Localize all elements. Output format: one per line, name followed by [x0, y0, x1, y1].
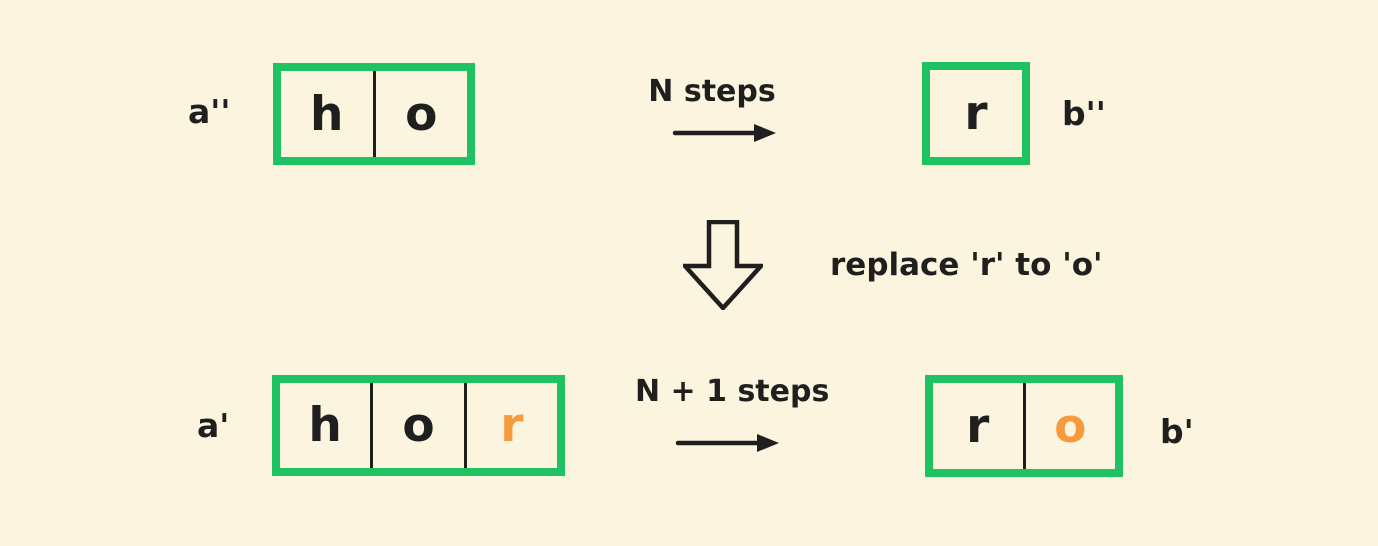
bottom-source-box: h o r: [272, 375, 565, 476]
bottom-source-cell-0: h: [308, 398, 342, 453]
right-arrow-icon: [675, 434, 779, 452]
top-source-box: h o: [273, 63, 475, 165]
bottom-result-box: r o: [925, 375, 1123, 477]
bottom-source-cell-2: r: [463, 383, 557, 468]
top-source-cell-0: h: [310, 86, 344, 142]
bottom-result-label: b': [1160, 412, 1194, 451]
right-arrow-icon: [672, 124, 776, 142]
top-result-label: b'': [1062, 94, 1106, 133]
down-block-arrow-icon: [683, 220, 763, 310]
bottom-result-cell-0: r: [966, 398, 990, 454]
transform-note: replace 'r' to 'o': [830, 247, 1103, 283]
top-step-label: N steps: [648, 74, 776, 109]
bottom-step-label: N + 1 steps: [635, 374, 830, 409]
bottom-source-cell-1: o: [370, 383, 463, 468]
top-result-cell-0: r: [964, 86, 988, 141]
bottom-result-cell-1: o: [1022, 383, 1116, 469]
top-result-box: r: [922, 62, 1030, 165]
top-source-label: a'': [188, 92, 231, 131]
bottom-source-label: a': [197, 406, 230, 445]
top-source-cell-1: o: [372, 71, 468, 157]
